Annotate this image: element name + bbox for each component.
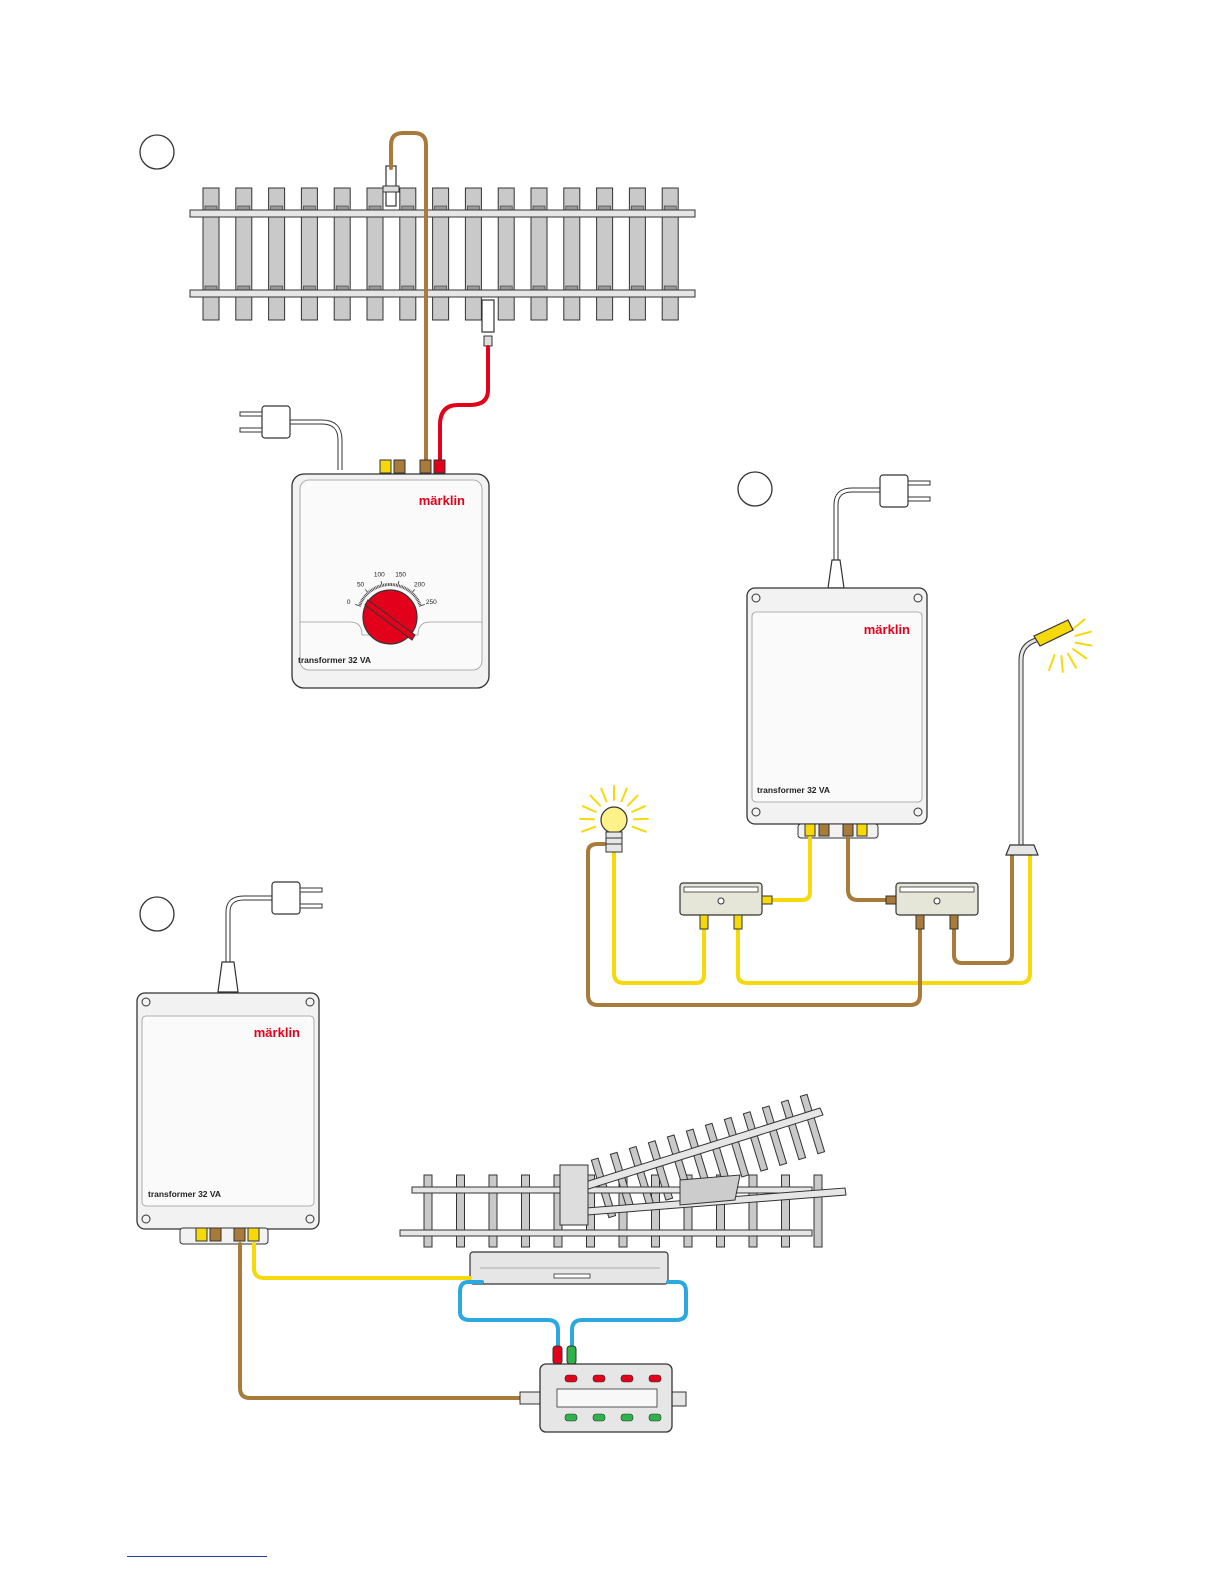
power-plug-icon	[240, 406, 340, 470]
transformer-3: märklin transformer 32 VA	[137, 993, 319, 1244]
figure-1: märklin transformer 32 VA 0 50 100 150 200 25…	[140, 133, 695, 688]
model-label: transformer 32 VA	[298, 655, 371, 665]
green-button[interactable]	[649, 1414, 661, 1421]
distribution-strip-icon	[680, 883, 772, 929]
light-bulb-icon	[580, 786, 648, 852]
turnout-track-icon	[400, 1094, 846, 1284]
dial-tick-label: 150	[395, 571, 406, 578]
red-button[interactable]	[565, 1375, 577, 1382]
dial-tick-label: 0	[347, 599, 351, 606]
transformer-2: märklin transformer 32 VA	[747, 588, 927, 838]
street-lamp-icon	[1006, 619, 1092, 855]
power-plug-icon	[828, 475, 930, 588]
model-label: transformer 32 VA	[757, 785, 830, 795]
green-button[interactable]	[565, 1414, 577, 1421]
dial-tick-label: 50	[357, 581, 365, 588]
figure-2: märklin transformer 32 VA	[580, 472, 1091, 1005]
brand-logo: märklin	[419, 493, 465, 508]
figure-marker-2	[738, 472, 772, 506]
brand-logo: märklin	[254, 1025, 300, 1040]
dial-tick-label: 100	[374, 571, 385, 578]
dial-tick-label: 200	[414, 581, 425, 588]
red-button[interactable]	[621, 1375, 633, 1382]
model-label: transformer 32 VA	[148, 1189, 221, 1199]
feeder-clip-icon	[482, 300, 494, 346]
straight-track-icon	[190, 188, 695, 320]
green-button[interactable]	[593, 1414, 605, 1421]
red-button[interactable]	[593, 1375, 605, 1382]
footer-rule	[127, 1556, 267, 1557]
power-plug-icon	[218, 882, 322, 992]
green-button[interactable]	[621, 1414, 633, 1421]
transformer-1: märklin transformer 32 VA 0 50 100 150 200 25…	[292, 460, 489, 688]
figure-marker-3	[140, 897, 174, 931]
distribution-strip-icon	[886, 883, 978, 929]
feeder-clip-icon	[383, 166, 399, 206]
control-panel-icon	[520, 1346, 686, 1432]
figure-marker-1	[140, 135, 174, 169]
terminal-strip	[380, 460, 445, 473]
brand-logo: märklin	[864, 622, 910, 637]
red-button[interactable]	[649, 1375, 661, 1382]
dial-tick-label: 250	[426, 599, 437, 606]
